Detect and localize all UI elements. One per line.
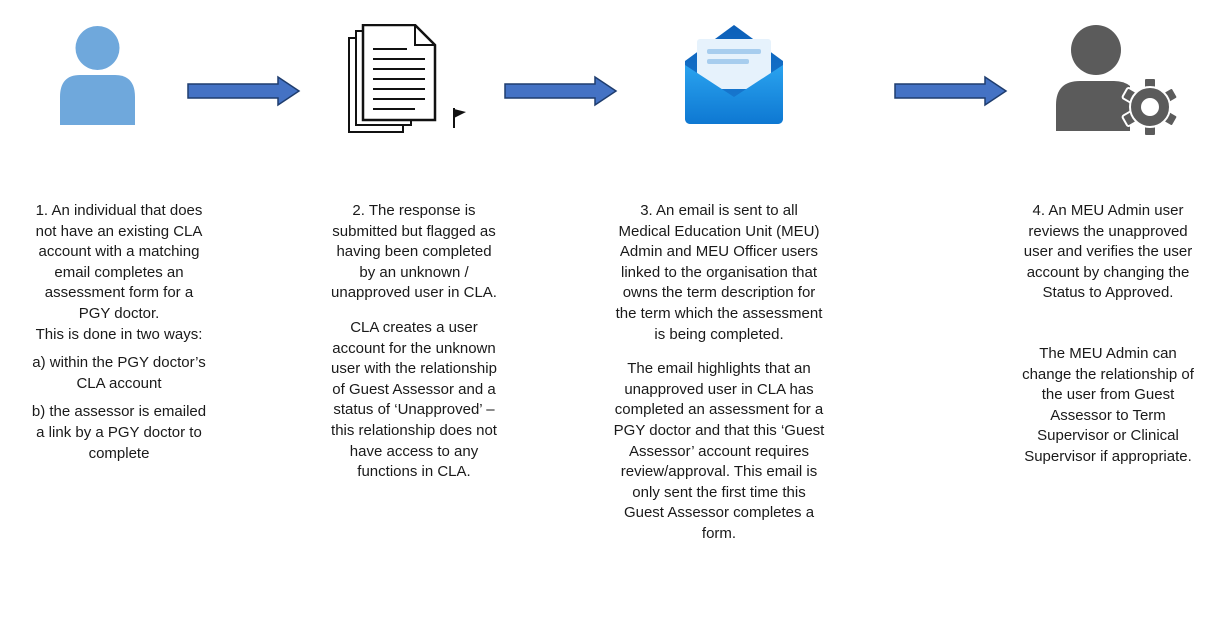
step-1-text: a) within the PGY doctor’s CLA account — [32, 354, 206, 392]
right-arrow-icon — [894, 75, 1008, 107]
step-3-description: 3. An email is sent to all Medical Educa… — [613, 201, 825, 545]
step-2-text: CLA creates a user account for the unkno… — [331, 318, 497, 481]
step-4-description: 4. An MEU Admin user reviews the unappro… — [1015, 201, 1201, 468]
step-3-text: The email highlights that an unapproved … — [613, 360, 825, 542]
person-icon — [60, 26, 135, 125]
flagged-document-icon — [348, 24, 466, 133]
envelope-icon — [685, 25, 783, 124]
step-4-text: 4. An MEU Admin user reviews the unappro… — [1023, 202, 1193, 302]
step-1-description: 1. An individual that does not have an e… — [29, 201, 209, 464]
right-arrow-icon — [187, 75, 301, 107]
user-settings-icon — [1056, 25, 1179, 135]
step-3-text: 3. An email is sent to all Medical Educa… — [615, 202, 823, 343]
right-arrow-icon — [504, 75, 618, 107]
step-1-text: b) the assessor is emailed a link by a P… — [31, 403, 207, 462]
step-1-text: This is done in two ways: — [35, 325, 203, 343]
step-4-text: The MEU Admin can change the relationshi… — [1022, 344, 1194, 465]
step-2-description: 2. The response is submitted but flagged… — [327, 201, 501, 483]
step-2-text: 2. The response is submitted but flagged… — [331, 202, 497, 302]
step-1-text: 1. An individual that does not have an e… — [35, 202, 203, 322]
